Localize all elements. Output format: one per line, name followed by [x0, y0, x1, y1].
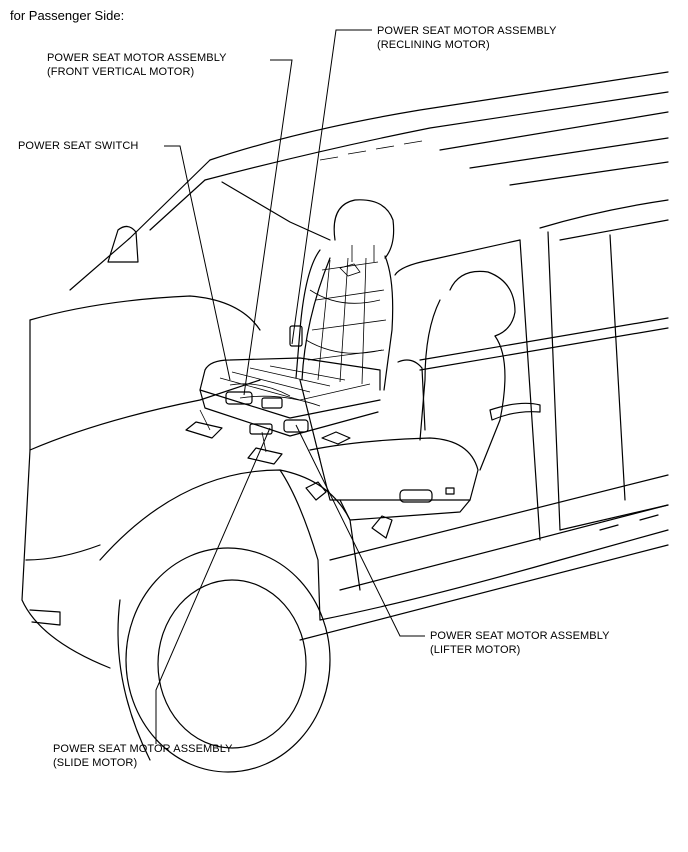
callout-power-seat-switch-line1: POWER SEAT SWITCH: [18, 140, 139, 152]
callout-reclining-motor-line1: POWER SEAT MOTOR ASSEMBLY: [377, 25, 557, 37]
callout-lifter-motor-line1: POWER SEAT MOTOR ASSEMBLY: [430, 630, 610, 642]
callout-front-vertical-motor: POWER SEAT MOTOR ASSEMBLY (FRONT VERTICA…: [47, 51, 227, 79]
callout-front-vertical-motor-line2: (FRONT VERTICAL MOTOR): [47, 66, 195, 78]
diagram-header: for Passenger Side:: [10, 8, 125, 23]
callout-slide-motor-line2: (SLIDE MOTOR): [53, 757, 138, 769]
driver-seat: [305, 270, 516, 539]
callout-power-seat-switch: POWER SEAT SWITCH: [18, 139, 138, 153]
callout-slide-motor-line1: POWER SEAT MOTOR ASSEMBLY: [53, 743, 233, 755]
callout-slide-motor: POWER SEAT MOTOR ASSEMBLY (SLIDE MOTOR): [53, 742, 233, 770]
callout-reclining-motor: POWER SEAT MOTOR ASSEMBLY (RECLINING MOT…: [377, 24, 557, 52]
vehicle-body-outline: [21, 71, 669, 669]
callout-lifter-motor: POWER SEAT MOTOR ASSEMBLY (LIFTER MOTOR): [430, 629, 610, 657]
callout-reclining-motor-line2: (RECLINING MOTOR): [377, 39, 490, 51]
callout-lifter-motor-line2: (LIFTER MOTOR): [430, 644, 521, 656]
front-wheel: [117, 547, 331, 773]
passenger-seat-frame: [185, 199, 395, 465]
leader-lines: [155, 29, 425, 744]
callout-front-vertical-motor-line1: POWER SEAT MOTOR ASSEMBLY: [47, 52, 227, 64]
